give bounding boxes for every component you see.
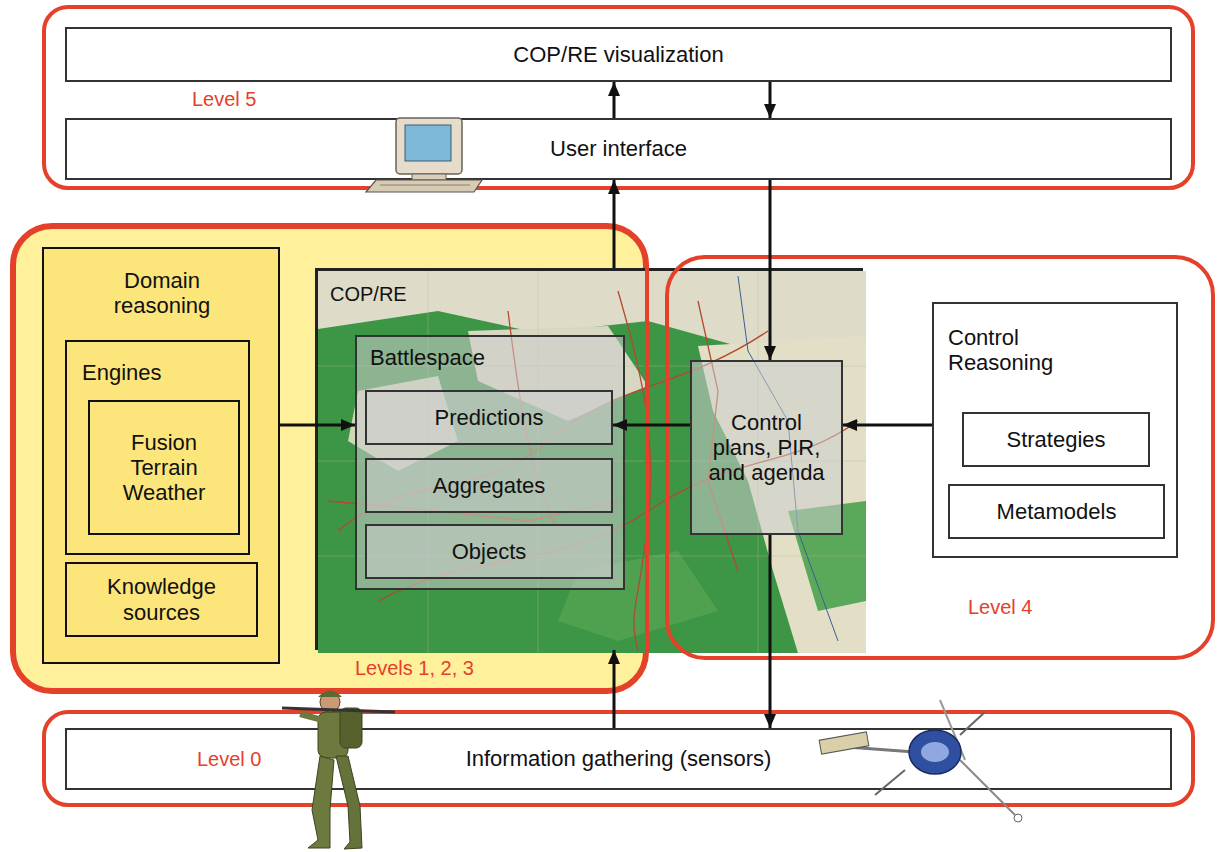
- box-label: Fusion Terrain Weather: [109, 430, 219, 506]
- box-label: COP/RE visualization: [513, 42, 723, 67]
- flow-arrow: [769, 82, 772, 118]
- flow-arrow: [613, 180, 616, 268]
- layer-box: Objects: [365, 524, 613, 579]
- region-outline: [12, 225, 647, 692]
- level-region: Level 4 Control plans, PIR, and agenda Con…: [665, 255, 1215, 660]
- box-label: Control plans, PIR, and agenda: [702, 410, 832, 486]
- layer-box: Predictions: [365, 390, 613, 445]
- level-region: Level 5 COP/RE visualizationUser interfac…: [42, 5, 1195, 190]
- process-box: Strategies: [962, 412, 1150, 467]
- heading-text: Control Reasoning: [948, 325, 1098, 376]
- process-box: COP/RE visualization: [65, 27, 1172, 82]
- process-box: User interface: [65, 118, 1172, 180]
- group-box: BattlespacePredictionsAggregatesObjects: [355, 335, 625, 590]
- heading-text: Domain reasoning: [82, 268, 242, 319]
- computer-icon: [366, 118, 482, 192]
- heading-text: Battlespace: [370, 345, 485, 370]
- level-label: Level 5: [192, 88, 257, 111]
- flow-arrow: [769, 535, 772, 728]
- process-box: Knowledge sources: [65, 562, 258, 637]
- box-label: Strategies: [1006, 427, 1105, 452]
- layer-box: Aggregates: [365, 458, 613, 513]
- group-box: EnginesFusion Terrain Weather: [65, 340, 250, 555]
- flow-arrow: [613, 650, 616, 728]
- engine-box: Fusion Terrain Weather: [88, 400, 240, 535]
- process-box: Control plans, PIR, and agenda: [690, 360, 843, 535]
- group-box: Domain reasoningEnginesFusion Terrain We…: [42, 247, 280, 664]
- flow-arrow: [613, 82, 616, 118]
- box-label: Knowledge sources: [87, 574, 237, 625]
- satellite-figure: [819, 700, 1022, 822]
- process-box: Metamodels: [948, 484, 1165, 539]
- box-label: Objects: [452, 539, 527, 564]
- soldier-figure: [282, 691, 395, 850]
- flow-arrow: [280, 424, 355, 427]
- flow-arrow: [769, 180, 772, 360]
- group-box: Control ReasoningStrategiesMetamodels: [932, 302, 1178, 558]
- flow-arrow: [613, 424, 690, 427]
- heading-text: Engines: [82, 360, 162, 385]
- level-label: Level 0: [197, 748, 262, 771]
- level-label: Level 4: [968, 596, 1033, 619]
- box-label: Information gathering (sensors): [466, 746, 772, 771]
- level-region: Level 0 Information gathering (sensors): [42, 710, 1195, 807]
- box-label: User interface: [550, 136, 687, 161]
- box-label: Metamodels: [997, 499, 1117, 524]
- level-label: Levels 1, 2, 3: [355, 657, 474, 680]
- flow-arrow: [843, 424, 932, 427]
- box-label: Predictions: [435, 405, 544, 430]
- heading-text: COP/RE: [330, 283, 407, 306]
- box-label: Aggregates: [433, 473, 546, 498]
